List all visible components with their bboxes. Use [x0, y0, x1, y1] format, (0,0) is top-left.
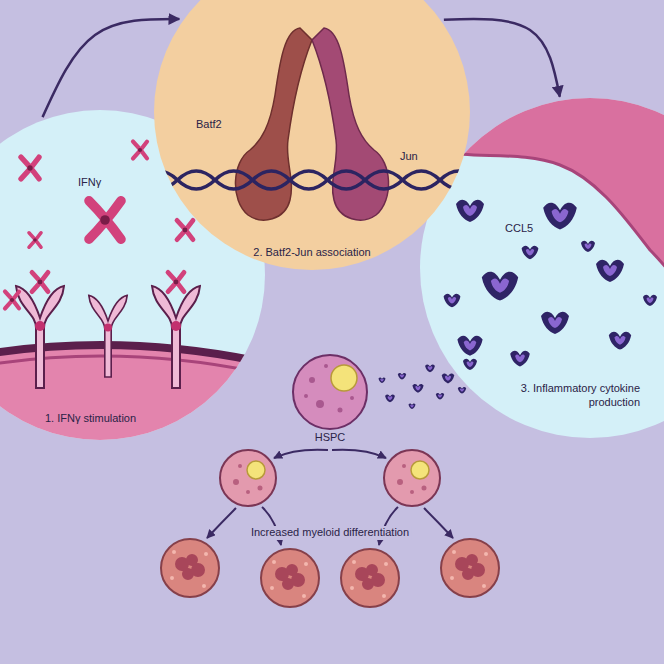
ccl5-particle — [425, 364, 435, 372]
dna-strand — [140, 171, 478, 189]
ccl5-molecule — [609, 332, 631, 350]
panel-circle: Batf2Jun 2. Batf2-Jun association — [154, 0, 470, 270]
node-label: HSPC — [292, 431, 368, 445]
ccl5-molecule — [482, 272, 518, 301]
arrow — [262, 507, 281, 545]
text-slot: 2. Batf2-Jun association — [232, 246, 392, 260]
ccl5-molecule — [522, 246, 539, 259]
ccl5-molecule — [596, 260, 624, 282]
batf2-jun-panel — [154, 0, 470, 270]
batf2-protein — [235, 28, 312, 220]
hspc-cell — [293, 355, 367, 429]
ifn-receptor — [89, 295, 127, 377]
ccl5-particle — [458, 387, 466, 394]
text-slot: 3. Inflammatory cytokine production — [490, 382, 640, 410]
flow-arrow — [43, 19, 180, 117]
myeloid-cell — [341, 549, 399, 607]
panel-caption: 3. Inflammatory cytokine production — [490, 382, 640, 410]
ifn-molecule — [5, 292, 19, 309]
node-label: Jun — [400, 150, 434, 164]
myeloid-cell — [161, 539, 219, 597]
ifn-molecule — [32, 272, 48, 291]
ifn-molecule — [21, 157, 39, 179]
dna-strand — [140, 171, 478, 189]
ccl5-particle — [463, 359, 477, 370]
cytokine-stream — [379, 359, 478, 409]
ccl5-particle — [442, 373, 455, 383]
text-slot: Jun — [400, 150, 434, 164]
ccl5-particle — [412, 384, 423, 393]
ccl5-molecule — [581, 241, 595, 252]
ifn-molecule — [89, 201, 121, 239]
progenitor-cell — [220, 450, 276, 506]
ccl5-molecule — [444, 294, 461, 307]
batf2-jun-art — [140, 28, 478, 220]
text-slot: HSPC — [292, 431, 368, 445]
progenitor-cell — [384, 450, 440, 506]
ccl5-molecule — [541, 312, 569, 334]
ccl5-molecule — [543, 203, 577, 230]
panel-circle: CCL5 3. Inflammatory cytokine production — [420, 98, 664, 438]
ifn-receptor — [16, 286, 64, 388]
ccl5-particle — [398, 373, 406, 380]
text-slot: CCL5 — [505, 222, 549, 236]
process-label: Increased myeloid differentiation — [248, 526, 412, 540]
flow-arrow — [444, 19, 560, 97]
ccl5-molecule — [510, 351, 530, 367]
jun-protein — [312, 28, 389, 220]
ccl5-molecule — [643, 295, 657, 306]
node-label: Batf2 — [196, 118, 240, 132]
ccl5-particle — [379, 377, 386, 383]
hspc-nucleus — [331, 365, 357, 391]
ifn-molecule — [133, 142, 147, 159]
ifn-molecule — [168, 272, 184, 291]
panel-caption: 2. Batf2-Jun association — [232, 246, 392, 260]
arrow — [207, 508, 236, 538]
arrow — [332, 450, 386, 458]
ccl5-particle — [385, 394, 395, 402]
hspc-granules — [304, 364, 354, 413]
text-slot: IFNγ — [78, 176, 122, 190]
arrow — [424, 508, 453, 538]
myeloid-cell — [441, 539, 499, 597]
arrow — [274, 450, 328, 458]
node-label: IFNγ — [78, 176, 122, 190]
panel-circle: IFNγ 1. IFNγ stimulation — [0, 110, 265, 440]
cell-membrane — [440, 150, 664, 330]
ccl5-molecule — [456, 200, 484, 222]
ccl5-molecule — [457, 336, 482, 356]
text-slot: 1. IFNγ stimulation — [45, 412, 175, 426]
differentiation-arrows — [207, 450, 453, 545]
cell-circle: HSPC — [292, 354, 368, 430]
text-slot: Batf2 — [196, 118, 240, 132]
ifn-molecule — [177, 220, 193, 239]
myeloid-cell — [261, 549, 319, 607]
ccl5-particle — [409, 403, 416, 409]
node-label: CCL5 — [505, 222, 549, 236]
arrow — [379, 507, 398, 545]
ifn-receptor — [152, 286, 200, 388]
ccl5-particle — [436, 393, 444, 400]
panel-caption: 1. IFNγ stimulation — [45, 412, 175, 426]
ifn-molecule — [29, 233, 41, 247]
